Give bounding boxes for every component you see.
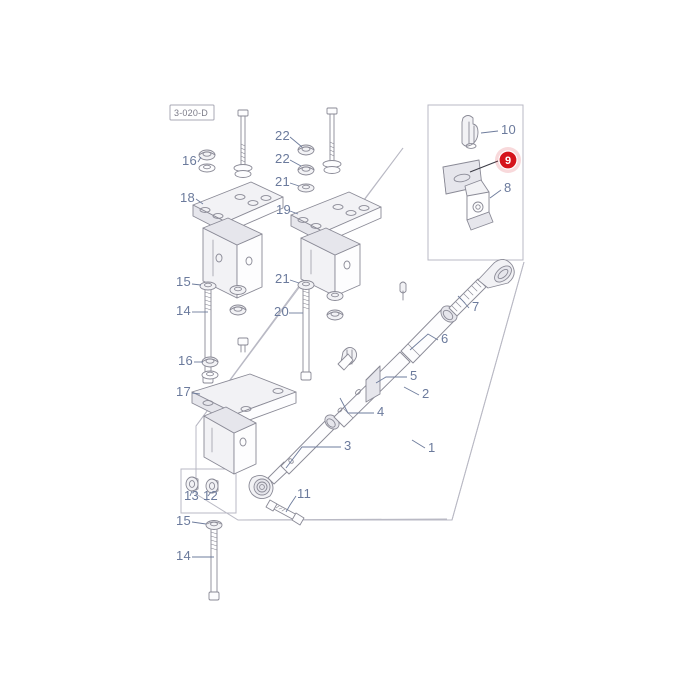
leader-6 xyxy=(409,333,439,351)
bolt-centre-top xyxy=(322,107,342,174)
callout-16-mid: 16 xyxy=(178,353,193,368)
leader-8 xyxy=(489,189,502,199)
badge-number-9: 9 xyxy=(505,155,511,167)
callout-11: 11 xyxy=(297,486,311,501)
link-tube-lower xyxy=(280,414,340,475)
leader-lines xyxy=(189,130,502,558)
callout-12: 12 xyxy=(203,488,218,503)
leader-21-upper xyxy=(289,182,300,187)
callout-labels: 1 2 3 4 5 6 7 8 10 11 12 13 14 15 16 17 … xyxy=(176,122,516,563)
callout-2: 2 xyxy=(422,386,430,401)
reference-label-text: 3-020-D xyxy=(174,108,208,118)
long-bolt-upper xyxy=(233,109,253,178)
bush-inner-13 xyxy=(185,476,199,492)
leader-9-highlight xyxy=(469,160,499,173)
badge-circle-9[interactable] xyxy=(498,150,518,170)
bolt-head-above-17 xyxy=(237,337,249,353)
part-group-bracket-18 xyxy=(192,109,284,384)
leader-5 xyxy=(375,376,407,384)
leader-21-lower xyxy=(289,279,300,284)
washer-15-lower xyxy=(205,520,223,530)
threaded-rod-7 xyxy=(448,278,487,317)
leader-7 xyxy=(457,295,470,309)
leader-18 xyxy=(195,198,204,205)
leader-10 xyxy=(480,130,499,134)
callout-10: 10 xyxy=(501,122,516,137)
callout-22-top: 22 xyxy=(275,128,290,143)
callout-21-lower: 21 xyxy=(275,271,290,286)
hex-bolt-11 xyxy=(265,499,305,526)
callout-4: 4 xyxy=(377,404,385,419)
callout-14-lower: 14 xyxy=(176,548,191,563)
locking-pin-10 xyxy=(461,115,479,149)
highlighted-part-badge[interactable]: 9 xyxy=(495,147,521,173)
leader-4 xyxy=(339,397,374,414)
callout-14-upper: 14 xyxy=(176,303,191,318)
perspective-diagonal-right xyxy=(451,261,525,521)
callout-18: 18 xyxy=(180,190,195,205)
leader-19 xyxy=(289,210,299,215)
link-tube-upper xyxy=(400,305,458,364)
part-group-detail-inset xyxy=(442,115,494,231)
leader-13 xyxy=(189,490,193,497)
diagram-frames xyxy=(180,104,525,521)
callout-13: 13 xyxy=(184,488,199,503)
bush-outer-12 xyxy=(205,478,219,494)
part-group-bracket-17 xyxy=(185,337,297,601)
reference-label: 3-020-D xyxy=(169,104,215,121)
part-group-main-link xyxy=(248,259,515,499)
leader-16-upper xyxy=(197,156,202,163)
nut-16-upper xyxy=(198,149,216,173)
callout-20: 20 xyxy=(274,304,289,319)
leader-11 xyxy=(285,495,297,513)
long-bolt-20 xyxy=(300,288,312,381)
callout-15-upper: 15 xyxy=(176,274,191,289)
callout-19: 19 xyxy=(276,202,291,217)
detail-inset-frame xyxy=(427,104,524,261)
callout-1: 1 xyxy=(428,440,436,455)
leader-3 xyxy=(285,446,341,469)
callout-3: 3 xyxy=(344,438,352,453)
callout-22-second: 22 xyxy=(275,151,290,166)
callout-15-lower: 15 xyxy=(176,513,191,528)
tube-clip xyxy=(337,347,358,371)
washer-21-lower xyxy=(297,280,315,290)
small-pin-top xyxy=(399,281,407,301)
nut-22-top xyxy=(297,144,315,156)
stop-plate-5 xyxy=(365,365,381,403)
callout-8: 8 xyxy=(504,180,512,195)
leader-12 xyxy=(207,491,212,497)
leader-15-upper xyxy=(191,283,202,286)
callout-16-upper: 16 xyxy=(182,153,197,168)
nut-22-second xyxy=(297,164,315,176)
leader-15-lower xyxy=(191,521,207,525)
long-bolt-14-upper xyxy=(202,289,214,384)
leader-17 xyxy=(191,392,201,395)
mounting-bracket-lower xyxy=(191,373,297,475)
leader-22-top xyxy=(289,136,303,148)
perspective-diagonal-lower xyxy=(237,518,448,521)
bracket-clevis-8 xyxy=(464,179,494,231)
nut-washer-under-bracket-18 xyxy=(229,285,247,316)
reference-label-box xyxy=(169,104,215,121)
upper-eye-end xyxy=(477,259,515,289)
callout-21-upper: 21 xyxy=(275,174,290,189)
leader-1 xyxy=(411,439,426,449)
leader-22-second xyxy=(289,159,302,167)
part-group-bracket-19 xyxy=(290,107,382,381)
leader-2 xyxy=(403,386,420,396)
bush-group-frame xyxy=(180,468,237,514)
long-bolt-14-lower xyxy=(208,529,220,601)
mounting-bracket-upper xyxy=(192,181,284,299)
washer-21-upper xyxy=(297,183,315,193)
nut-16-lower xyxy=(201,356,219,380)
callout-6: 6 xyxy=(441,331,449,346)
callout-17: 17 xyxy=(176,384,191,399)
nut-washer-under-bracket-19 xyxy=(326,291,344,321)
washer-15-upper xyxy=(199,281,217,291)
callout-7: 7 xyxy=(472,299,480,314)
callout-5: 5 xyxy=(410,368,418,383)
